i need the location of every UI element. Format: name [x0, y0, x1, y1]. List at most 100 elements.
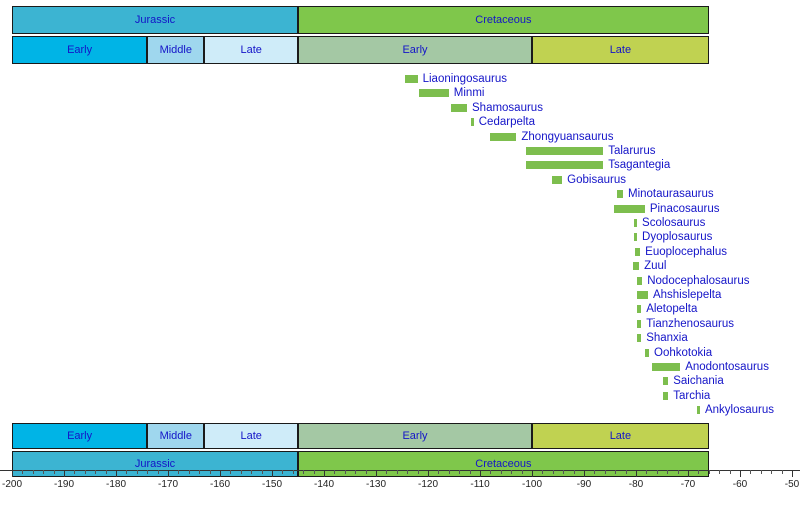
- taxon-label: Pinacosaurus: [649, 202, 720, 215]
- axis-tick-minor: [573, 470, 575, 474]
- taxon-range-bar: [632, 262, 640, 271]
- axis-tick-minor: [22, 470, 24, 474]
- axis-tick-major: [376, 470, 377, 477]
- axis-tick-minor: [542, 470, 544, 474]
- axis-tick-label: -170: [157, 479, 179, 490]
- axis-tick-minor: [708, 470, 710, 474]
- taxon-row: Talarurus: [0, 144, 800, 158]
- axis-tick-major: [64, 470, 65, 477]
- taxon-row: Scolosaurus: [0, 216, 800, 230]
- epoch-band-late-cretaceous: Late: [532, 423, 709, 449]
- axis-tick-minor: [43, 470, 45, 474]
- taxon-row: Nodocephalosaurus: [0, 274, 800, 288]
- axis-tick-label: -80: [628, 479, 644, 490]
- axis-tick-minor: [178, 470, 180, 474]
- axis-tick-minor: [282, 470, 284, 474]
- taxon-row: Euoplocephalus: [0, 245, 800, 259]
- axis-tick-minor: [53, 470, 55, 474]
- axis-tick-minor: [552, 470, 554, 474]
- axis-tick-major: [428, 470, 429, 477]
- axis-tick-minor: [760, 470, 762, 474]
- epoch-band-middle-jurassic: Middle: [147, 423, 205, 449]
- taxon-label: Liaoningosaurus: [422, 73, 507, 85]
- axis-tick-minor: [344, 470, 346, 474]
- taxon-range-bar: [419, 89, 449, 98]
- axis-tick-minor: [147, 470, 149, 474]
- axis-tick-major: [636, 470, 637, 477]
- epoch-band-label: Late: [609, 43, 632, 56]
- taxon-range-bar: [663, 391, 669, 400]
- taxon-range-bar: [616, 190, 623, 199]
- epoch-band-middle-jurassic: Middle: [147, 36, 205, 64]
- period-band-cretaceous: Cretaceous: [298, 6, 709, 34]
- taxon-row: Anodontosaurus: [0, 360, 800, 374]
- axis-tick-minor: [656, 470, 658, 474]
- taxon-row: Tianzhenosaurus: [0, 317, 800, 331]
- period-band-label: Cretaceous: [475, 457, 532, 470]
- axis-tick-label: -70: [680, 479, 696, 490]
- taxon-range-bar: [490, 132, 517, 141]
- taxon-label: Nodocephalosaurus: [647, 274, 750, 287]
- axis-tick-minor: [84, 470, 86, 474]
- axis-tick-label: -50: [784, 479, 800, 490]
- taxon-range-bar: [404, 75, 418, 83]
- axis-tick-major: [532, 470, 533, 477]
- epoch-band-label: Late: [240, 43, 262, 56]
- period-band-label: Cretaceous: [475, 13, 532, 26]
- axis-tick-minor: [32, 470, 34, 474]
- taxon-row: Minotaurasaurus: [0, 187, 800, 201]
- taxon-range-bar: [637, 276, 643, 285]
- epoch-band-label: Late: [240, 429, 262, 442]
- axis-tick-minor: [136, 470, 138, 474]
- taxon-label: Tianzhenosaurus: [646, 317, 734, 330]
- axis-tick-minor: [126, 470, 128, 474]
- axis-tick-major: [168, 470, 169, 477]
- axis-tick-minor: [303, 470, 305, 474]
- taxon-row: Saichania: [0, 374, 800, 388]
- epoch-band-early-jurassic: Early: [12, 423, 148, 449]
- taxon-row: Zhongyuansaurus: [0, 130, 800, 144]
- taxon-range-bar: [525, 161, 604, 170]
- axis-tick-major: [12, 470, 13, 477]
- taxon-range-bar: [551, 175, 563, 184]
- axis-tick-minor: [719, 470, 721, 474]
- taxon-row: Cedarpelta: [0, 115, 800, 129]
- epoch-band-late-cretaceous: Late: [532, 36, 709, 64]
- axis-tick-minor: [604, 470, 606, 474]
- axis-tick-minor: [74, 470, 76, 474]
- axis-tick-label: -110: [470, 479, 490, 490]
- epoch-band-early-cretaceous: Early: [298, 423, 532, 449]
- taxon-label: Tsagantegia: [608, 159, 671, 172]
- axis-tick-minor: [105, 470, 107, 474]
- taxon-row: Ankylosaurus: [0, 403, 800, 417]
- taxon-range-bar: [652, 363, 681, 371]
- axis-tick-major: [272, 470, 273, 477]
- time-axis: -200-190-180-170-160-150-140-130-120-110…: [0, 470, 800, 510]
- axis-tick-minor: [448, 470, 450, 474]
- taxon-range-bar: [696, 406, 700, 415]
- taxon-label: Ankylosaurus: [704, 404, 774, 417]
- axis-line: [0, 470, 800, 471]
- axis-tick-label: -190: [53, 479, 75, 490]
- axis-tick-major: [116, 470, 117, 477]
- taxon-label: Saichania: [673, 375, 724, 388]
- taxon-row: Minmi: [0, 86, 800, 100]
- axis-tick-minor: [615, 470, 617, 474]
- axis-tick-major: [220, 470, 221, 477]
- taxon-range-bar: [634, 247, 641, 256]
- taxon-label: Oohkotokia: [654, 346, 713, 359]
- taxon-range-bar: [633, 219, 638, 227]
- taxon-range-bar: [637, 305, 642, 314]
- axis-tick-minor: [313, 470, 315, 474]
- taxon-label: Euoplocephalus: [645, 245, 727, 258]
- epoch-band-early-cretaceous: Early: [298, 36, 532, 64]
- axis-tick-minor: [563, 470, 565, 474]
- taxon-row: Zuul: [0, 259, 800, 273]
- axis-tick-minor: [521, 470, 523, 474]
- axis-tick-minor: [386, 470, 388, 474]
- axis-tick-minor: [261, 470, 263, 474]
- taxon-row: Gobisaurus: [0, 173, 800, 187]
